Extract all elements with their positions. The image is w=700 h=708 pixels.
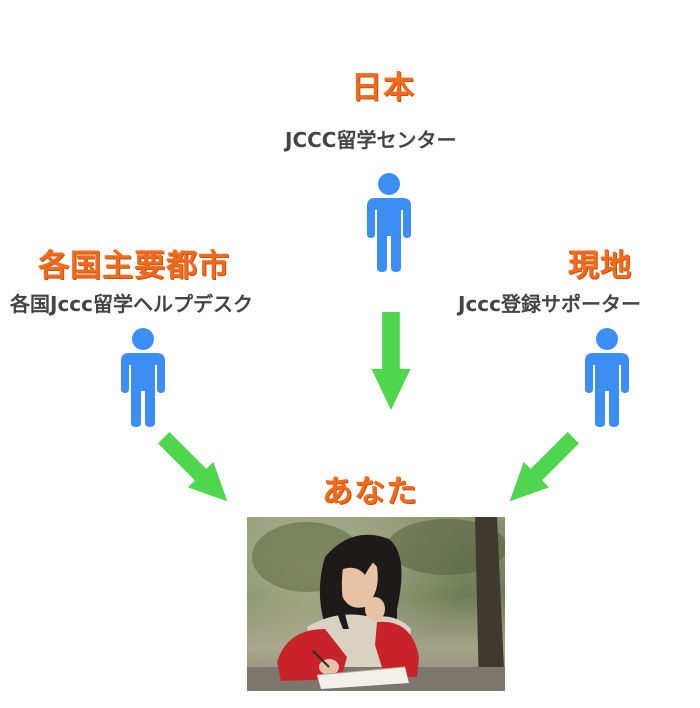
center-node-subtitle: JCCC留学センター bbox=[285, 128, 457, 152]
person-icon-left bbox=[121, 328, 165, 427]
center-node-title: 日本 bbox=[351, 70, 415, 106]
right-node-subtitle: Jccc登録サポーター bbox=[458, 292, 642, 316]
arrow-icon-right bbox=[496, 424, 587, 515]
target-node-title: あなた bbox=[322, 474, 418, 510]
arrow-down-icon-center bbox=[371, 312, 411, 410]
left-node-subtitle: 各国Jccc留学ヘルプデスク bbox=[10, 292, 254, 316]
arrow-icon-left bbox=[150, 424, 241, 515]
person-icon-center bbox=[367, 173, 411, 272]
left-node-title: 各国主要都市 bbox=[38, 248, 230, 284]
person-icon-right bbox=[585, 328, 629, 427]
student-photo bbox=[247, 517, 505, 691]
right-node-title: 現地 bbox=[568, 248, 632, 284]
